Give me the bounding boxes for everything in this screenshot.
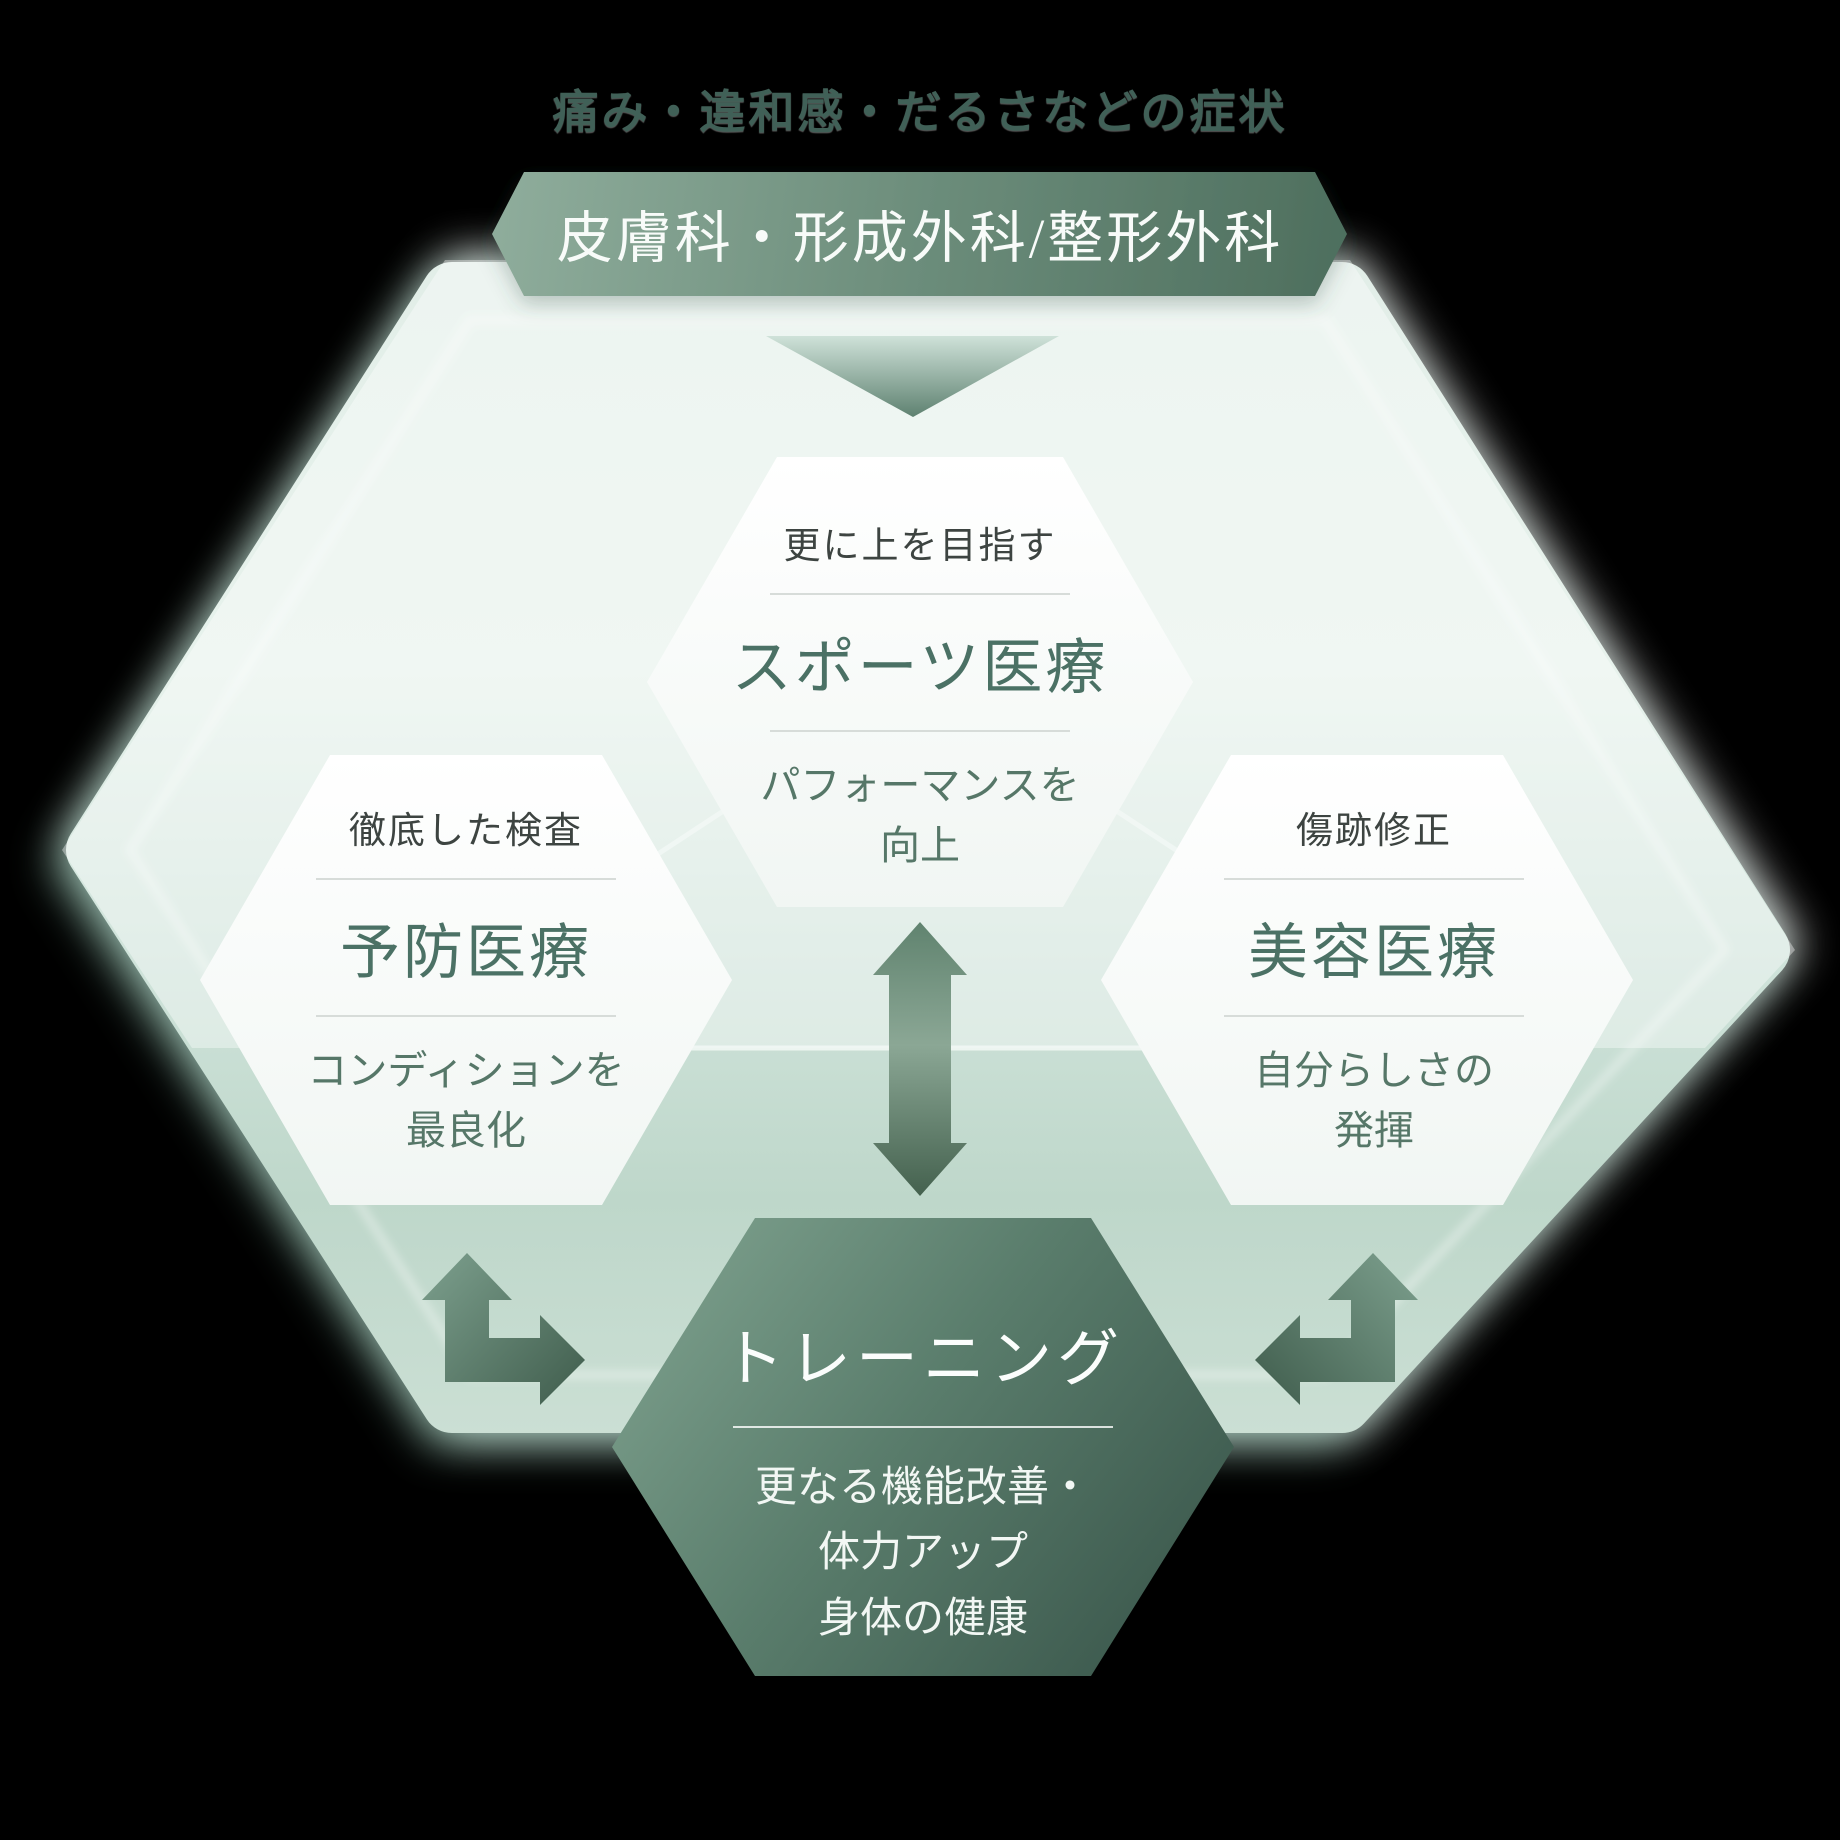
- page-title: 痛み・違和感・だるさなどの症状: [552, 87, 1288, 138]
- divider: [770, 729, 1070, 732]
- hexagon-prevention: [200, 755, 732, 1205]
- card-sports-medicine: 更に上を目指す スポーツ医療 パフォーマンスを 向上: [680, 480, 1160, 910]
- triangle-down-icon: [766, 336, 1059, 417]
- prevention-heading: 徹底した検査: [349, 810, 583, 852]
- divider: [316, 877, 616, 880]
- double-arrow-elbow-right-icon: [1255, 1253, 1418, 1405]
- banner-label: 皮膚科・形成外科/整形外科: [556, 208, 1284, 271]
- card-preventive-medicine: 徹底した検査 予防医療 コンディションを 最良化: [226, 765, 706, 1195]
- divider: [770, 592, 1070, 595]
- prevention-title: 予防医療: [340, 919, 592, 986]
- sports-subtitle: パフォーマンスを 向上: [760, 762, 1080, 868]
- sports-title: スポーツ医療: [731, 634, 1109, 701]
- hexagon-beauty: [1101, 755, 1633, 1205]
- sports-heading: 更に上を目指す: [783, 525, 1057, 567]
- divider: [1224, 1014, 1524, 1017]
- training-subtitle: 更なる機能改善・ 体力アップ 身体の健康: [754, 1465, 1091, 1642]
- double-arrow-elbow-left-icon: [422, 1253, 585, 1405]
- divider: [733, 1426, 1113, 1429]
- beauty-subtitle: 自分らしさの 発揮: [1254, 1047, 1494, 1153]
- banner-ribbon: [492, 172, 1347, 296]
- card-beauty-medicine: 傷跡修正 美容医療 自分らしさの 発揮: [1134, 765, 1614, 1195]
- double-arrow-vertical-icon: [873, 922, 967, 1196]
- prevention-subtitle: コンディションを 最良化: [307, 1047, 625, 1153]
- beauty-heading: 傷跡修正: [1296, 810, 1452, 852]
- divider: [1224, 877, 1524, 880]
- card-training: トレーニング 更なる機能改善・ 体力アップ 身体の健康: [673, 1270, 1173, 1690]
- beauty-title: 美容医療: [1248, 919, 1500, 986]
- divider: [316, 1014, 616, 1017]
- hexagon-sports: [647, 457, 1193, 907]
- training-title: トレーニング: [721, 1326, 1124, 1395]
- hexagon-training: [612, 1218, 1234, 1676]
